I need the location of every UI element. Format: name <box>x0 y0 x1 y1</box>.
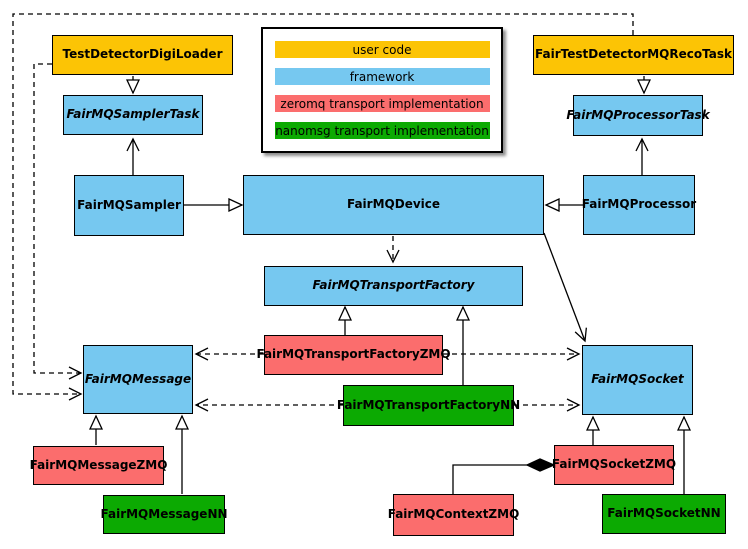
node-fairmq-processor-task: FairMQProcessorTask <box>566 95 710 136</box>
edge-digiloader-message <box>33 63 83 380</box>
node-fairmq-socket-zmq: FairMQSocketZMQ <box>552 445 676 485</box>
edge-device-socket <box>543 232 587 343</box>
legend-item-nanomsg: nanomsg transport implementation <box>274 122 490 139</box>
legend: user code framework zeromq transport imp… <box>261 27 503 153</box>
node-fairmq-device: FairMQDevice <box>243 175 544 235</box>
node-fairmq-transport-factory-zmq: FairMQTransportFactoryZMQ <box>256 335 451 375</box>
node-fairmq-socket: FairMQSocket <box>582 345 693 415</box>
legend-item-user-code: user code <box>274 41 490 58</box>
edge-socketzmq-contextzmq <box>452 465 554 494</box>
node-fairmq-transport-factory: FairMQTransportFactory <box>264 266 523 306</box>
legend-item-zeromq: zeromq transport implementation <box>274 95 490 112</box>
node-fairmq-sampler: FairMQSampler <box>74 175 184 236</box>
node-fairmq-processor: FairMQProcessor <box>582 175 696 235</box>
node-fairmq-message: FairMQMessage <box>83 345 193 414</box>
edge-recotask-message <box>12 13 634 401</box>
node-test-detector-digi-loader: TestDetectorDigiLoader <box>52 35 233 75</box>
node-fairmq-sampler-task: FairMQSamplerTask <box>63 95 203 135</box>
node-fairmq-message-zmq: FairMQMessageZMQ <box>30 446 167 485</box>
node-fairmq-transport-factory-nn: FairMQTransportFactoryNN <box>337 385 520 426</box>
node-fairmq-socket-nn: FairMQSocketNN <box>602 494 726 534</box>
legend-item-framework: framework <box>274 68 490 85</box>
node-fair-test-detector-mq-reco-task: FairTestDetectorMQRecoTask <box>533 35 734 75</box>
node-fairmq-context-zmq: FairMQContextZMQ <box>388 494 519 536</box>
node-fairmq-message-nn: FairMQMessageNN <box>100 495 228 534</box>
